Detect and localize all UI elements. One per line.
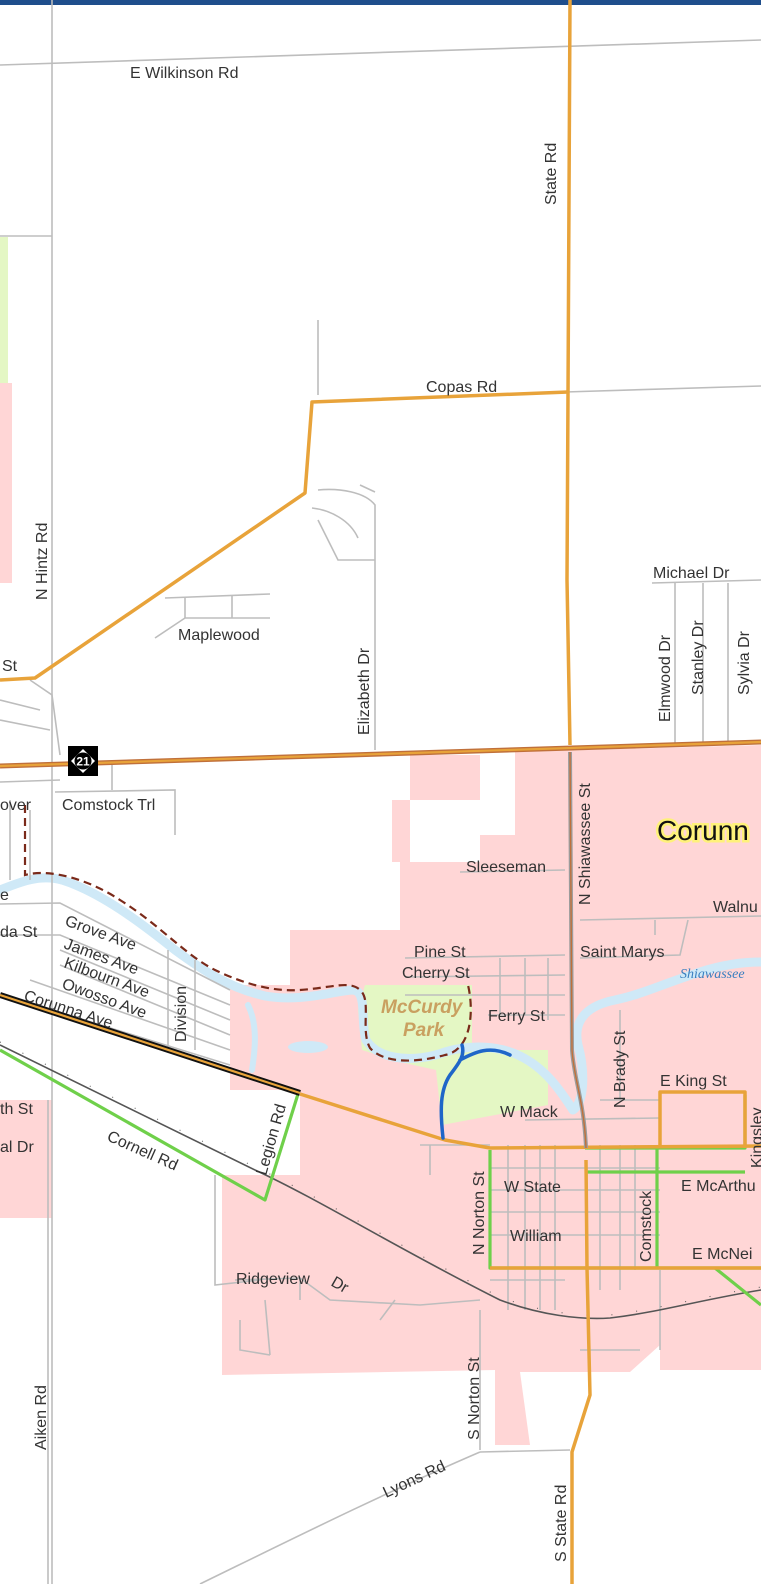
corunna-ave-road bbox=[0, 993, 301, 1095]
label-saint-marys: Saint Marys bbox=[580, 944, 664, 961]
label-e-wilkinson-rd: E Wilkinson Rd bbox=[130, 65, 238, 82]
shiawassee-river bbox=[0, 873, 761, 1115]
label-n-shiawassee-st: N Shiawassee St bbox=[577, 783, 594, 905]
left-city-fragment bbox=[0, 383, 12, 583]
n-shiawassee-street-core bbox=[569, 751, 587, 1149]
label-e-mcarthur: E McArthu bbox=[681, 1178, 756, 1195]
label-copas-rd: Copas Rd bbox=[426, 379, 497, 396]
label-william: William bbox=[510, 1228, 562, 1245]
label-elizabeth-dr: Elizabeth Dr bbox=[356, 647, 373, 735]
label-ridgeview-dr: Dr bbox=[328, 1274, 352, 1297]
label-aiken-rd: Aiken Rd bbox=[33, 1385, 50, 1450]
label-comstock: Comstock bbox=[638, 1190, 655, 1262]
label-ridgeview: Ridgeview bbox=[236, 1271, 310, 1288]
label-shiawassee-river: Shiawassee bbox=[680, 967, 745, 982]
label-n-hintz-rd: N Hintz Rd bbox=[34, 523, 51, 600]
label-sleeseman: Sleeseman bbox=[466, 859, 546, 876]
left-park-fragment bbox=[0, 237, 8, 383]
label-elmwood-dr: Elmwood Dr bbox=[657, 634, 674, 722]
label-e-mcneil: E McNei bbox=[692, 1246, 752, 1263]
left-city-fragment-lower bbox=[0, 1100, 52, 1218]
label-w-mack: W Mack bbox=[500, 1104, 559, 1121]
label-mccurdy-park-line2: Park bbox=[403, 1020, 446, 1041]
label-walnut: Walnu bbox=[713, 899, 758, 916]
label-al-dr: al Dr bbox=[0, 1139, 34, 1156]
label-s-norton-st: S Norton St bbox=[466, 1357, 483, 1440]
label-lyons-rd: Lyons Rd bbox=[381, 1458, 449, 1502]
label-sylvia-dr: Sylvia Dr bbox=[736, 630, 753, 695]
label-st-left: St bbox=[2, 658, 18, 675]
header-bar bbox=[0, 0, 761, 5]
label-n-brady-st: N Brady St bbox=[612, 1030, 629, 1108]
label-da-st: da St bbox=[0, 924, 38, 941]
park-trail bbox=[439, 1043, 512, 1140]
label-th-st: th St bbox=[0, 1101, 33, 1118]
railroad bbox=[0, 1041, 761, 1320]
label-cherry-st: Cherry St bbox=[402, 965, 470, 982]
city-boundary-dashed bbox=[23, 805, 472, 1062]
label-over: over bbox=[0, 797, 32, 814]
label-e-king-st: E King St bbox=[660, 1073, 727, 1090]
label-s-state-rd: S State Rd bbox=[553, 1485, 570, 1562]
label-stanley-dr: Stanley Dr bbox=[690, 620, 707, 695]
label-ferry-st: Ferry St bbox=[488, 1008, 545, 1025]
label-mccurdy-park-line1: McCurdy bbox=[381, 997, 464, 1018]
m21-highway bbox=[0, 740, 761, 768]
label-city-corunna: Corunn bbox=[657, 815, 749, 846]
label-maplewood: Maplewood bbox=[178, 627, 260, 644]
label-cornell-rd: Cornell Rd bbox=[104, 1128, 180, 1174]
label-kingsley: Kingsley bbox=[749, 1108, 761, 1168]
label-e-fragment: e bbox=[0, 887, 9, 904]
mccurdy-park-area bbox=[358, 985, 548, 1125]
m21-highway-shield: 21 bbox=[68, 746, 98, 776]
label-division: Division bbox=[173, 986, 190, 1042]
label-state-rd: State Rd bbox=[543, 143, 560, 205]
label-michael-dr: Michael Dr bbox=[653, 565, 730, 582]
label-n-norton-st: N Norton St bbox=[471, 1171, 488, 1255]
label-w-state: W State bbox=[504, 1179, 561, 1196]
label-comstock-trl: Comstock Trl bbox=[62, 797, 155, 814]
m21-shield-number: 21 bbox=[76, 755, 90, 769]
label-pine-st: Pine St bbox=[414, 944, 466, 961]
